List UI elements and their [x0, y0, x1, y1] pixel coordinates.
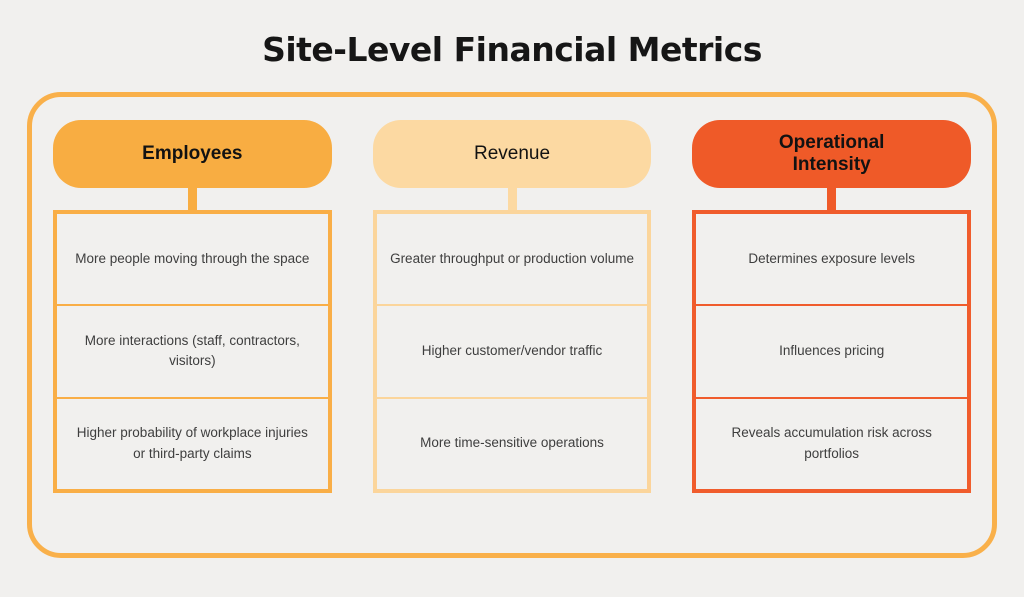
connector-line	[187, 188, 197, 210]
connector-line	[827, 188, 837, 210]
column-operational-intensity: Operational Intensity Determines exposur…	[692, 120, 972, 553]
items-box-operational-intensity: Determines exposure levels Influences pr…	[692, 210, 972, 493]
page-title: Site-Level Financial Metrics	[262, 30, 762, 69]
columns-container: Employees More people moving through the…	[32, 97, 992, 553]
column-header-label: Operational Intensity	[778, 132, 885, 175]
list-item: Greater throughput or production volume	[390, 250, 634, 266]
list-item: Determines exposure levels	[748, 250, 915, 266]
list-item: Higher customer/vendor traffic	[376, 304, 648, 396]
items-box-revenue: Greater throughput or production volume …	[372, 210, 652, 493]
column-header-operational-intensity: Operational Intensity	[692, 120, 972, 188]
column-header-employees: Employees	[53, 120, 332, 188]
list-item: Higher probability of workplace injuries…	[57, 396, 328, 489]
list-item: Influences pricing	[696, 304, 968, 396]
list-item: Reveals accumulation risk across portfol…	[696, 396, 968, 489]
connector-line	[507, 188, 517, 210]
content-frame: Employees More people moving through the…	[27, 92, 997, 558]
list-item: More people moving through the space	[75, 250, 310, 266]
column-revenue: Revenue Greater throughput or production…	[372, 120, 652, 553]
column-header-label: Revenue	[473, 143, 551, 165]
column-employees: Employees More people moving through the…	[53, 120, 332, 553]
items-box-employees: More people moving through the space Mor…	[53, 210, 332, 493]
column-header-revenue: Revenue	[372, 120, 652, 188]
column-header-label: Employees	[142, 143, 243, 165]
list-item: More interactions (staff, contractors, v…	[57, 304, 328, 396]
list-item: More time-sensitive operations	[376, 396, 648, 489]
